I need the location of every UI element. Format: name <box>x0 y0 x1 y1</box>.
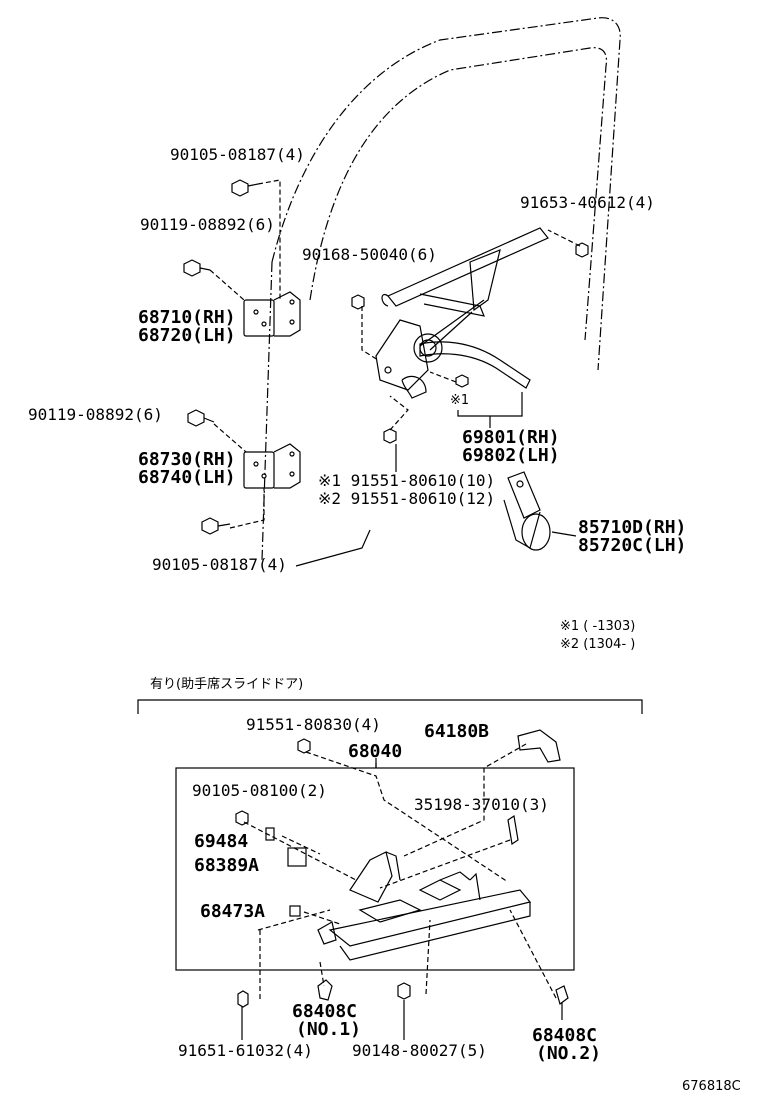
bolt-90105-08100 <box>235 810 249 826</box>
part-label: 91551-80830(4) <box>246 715 381 734</box>
door-frame-inner <box>309 47 608 341</box>
part-label: 85710D(RH) <box>578 517 687 538</box>
clip-68408c-no2 <box>555 985 569 1006</box>
part-label: 90105-08187(4) <box>170 145 305 164</box>
part-label: 90119-08892(6) <box>140 215 275 234</box>
part-label: 68740(LH) <box>138 467 236 488</box>
part-label: 35198-37010(3) <box>414 795 549 814</box>
part-label: 90119-08892(6) <box>28 405 163 424</box>
slide-door-assembly-drawing <box>265 814 532 961</box>
part-label: ※2 91551-80610(12) <box>318 489 496 508</box>
part-label: 68389A <box>194 855 260 876</box>
leader-85710 <box>551 531 577 537</box>
part-label: 64180B <box>424 721 490 742</box>
part-label: 85720C(LH) <box>578 535 687 556</box>
clip-68408c-no1 <box>317 979 333 1001</box>
part-label: 91653-40612(4) <box>520 193 655 212</box>
part-label: 68040 <box>348 741 403 762</box>
assembly-box <box>175 767 575 971</box>
diagram-code: 676818C <box>682 1079 741 1094</box>
door-frame-lower-left <box>261 261 273 561</box>
bracket-64180b <box>517 729 561 763</box>
part-label: 90105-08187(4) <box>152 555 287 574</box>
window-motor-drawing <box>503 471 551 551</box>
part-label: ※1 <box>450 393 470 408</box>
note-range-2: ※2 (1304- ) <box>560 637 636 652</box>
bolt-91551-80830 <box>297 738 311 754</box>
part-label: 68408C <box>292 1001 358 1022</box>
part-label: 90105-08100(2) <box>192 781 327 800</box>
hinge-upper-drawing <box>243 291 301 337</box>
bolt-90148 <box>397 982 411 1000</box>
part-label: 68710(RH) <box>138 307 236 328</box>
part-label: (NO.2) <box>536 1043 602 1064</box>
part-label: ※1 91551-80610(10) <box>318 471 496 490</box>
hinge-lower-drawing <box>243 443 301 489</box>
part-label: 69484 <box>194 831 249 852</box>
part-label: 90148-80027(5) <box>352 1041 487 1060</box>
bolt-91651 <box>237 990 249 1008</box>
part-label: 68730(RH) <box>138 449 236 470</box>
part-label: (NO.1) <box>296 1019 362 1040</box>
section-title: 有り(助手席スライドドア) <box>150 677 304 692</box>
leader-dashes-upper <box>209 179 581 529</box>
window-regulator-drawing <box>375 227 549 399</box>
part-label: 69802(LH) <box>462 445 560 466</box>
section-bracket <box>137 699 643 714</box>
part-label: 91651-61032(4) <box>178 1041 313 1060</box>
part-label: 90168-50040(6) <box>302 245 437 264</box>
part-label: 69801(RH) <box>462 427 560 448</box>
leader-dashes-lower <box>243 743 557 1000</box>
part-label: 68720(LH) <box>138 325 236 346</box>
bolt-graphics <box>183 179 589 535</box>
part-label: 68408C <box>532 1025 598 1046</box>
part-label: 68473A <box>200 901 266 922</box>
note-range-1: ※1 ( -1303) <box>560 619 636 634</box>
door-frame-outline <box>271 17 621 371</box>
leader-bottom-91105 <box>295 529 371 567</box>
